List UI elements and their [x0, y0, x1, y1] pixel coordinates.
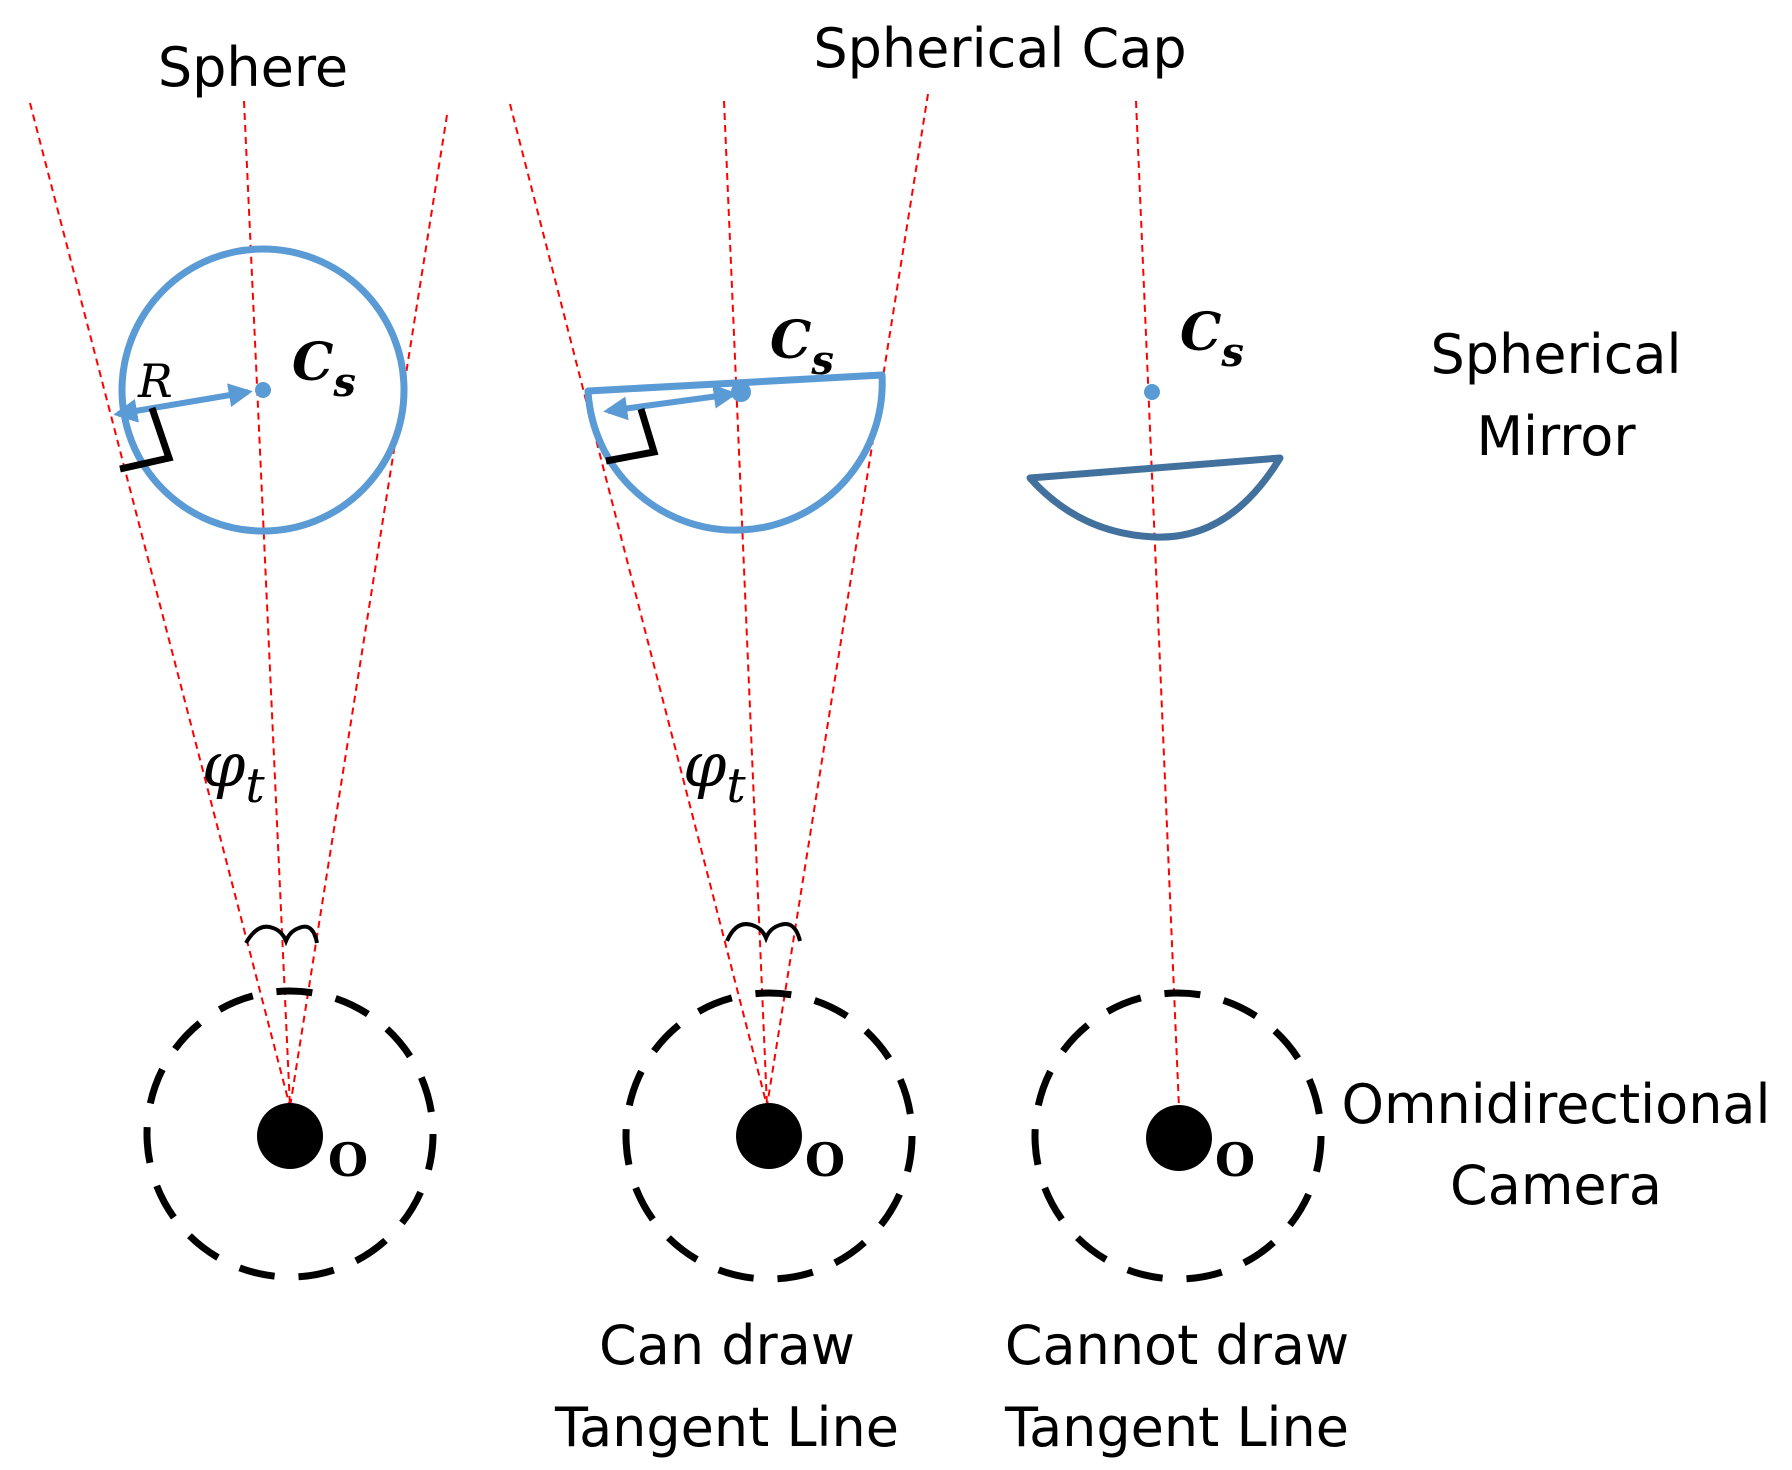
title-sphere: Sphere	[158, 36, 348, 99]
angle-label-cap: φt	[683, 728, 746, 814]
center-label-sphere: Cs	[292, 332, 356, 406]
ray-center-cap	[723, 100, 768, 1107]
label-omnidirectional-camera-line2: Camera	[1450, 1154, 1662, 1217]
center-main-cap-can: C	[770, 310, 811, 371]
ray-left-tangent	[29, 102, 291, 1108]
right-angle-mark-cap	[605, 407, 659, 465]
cap-center-dot-cannot	[1144, 384, 1160, 400]
camera-center-cap-cannot	[1146, 1105, 1212, 1171]
ray-right-tangent-cap	[766, 93, 929, 1107]
camera-outline-sphere	[143, 987, 437, 1281]
center-sub-cap-can: s	[810, 337, 834, 384]
panel-sphere: R Cs φt O	[29, 100, 448, 1281]
camera-center-sphere	[257, 1103, 323, 1169]
angle-label-sphere: φt	[202, 728, 265, 814]
right-angle-mark	[119, 406, 174, 473]
panel-cap-can: Cs φt O Can draw Tangent Line	[509, 93, 929, 1459]
angle-brace-cap	[725, 922, 802, 944]
radius-arrow	[113, 383, 253, 423]
camera-outline-cap-can	[622, 989, 916, 1283]
title-spherical-cap: Spherical Cap	[813, 17, 1186, 80]
center-label-cap-can: Cs	[770, 310, 834, 384]
caption-cannot-line1: Cannot draw	[1005, 1314, 1349, 1377]
origin-label-cap-can: O	[805, 1133, 845, 1187]
angle-main-cap: φ	[683, 728, 727, 801]
caption-can-line2: Tangent Line	[554, 1396, 899, 1459]
caption-can-line1: Can draw	[599, 1314, 855, 1377]
cap-center-dot-can	[731, 382, 751, 402]
label-spherical-mirror-line2: Mirror	[1476, 405, 1636, 468]
angle-sub-cap: t	[726, 758, 746, 814]
angle-brace-sphere	[244, 924, 319, 947]
ray-center-cap-cannot	[1135, 100, 1180, 1109]
ray-right-tangent	[289, 114, 448, 1108]
center-main-cap-cannot: C	[1180, 302, 1221, 363]
angle-sub-sphere: t	[245, 758, 265, 814]
label-spherical-mirror-line1: Spherical	[1431, 323, 1682, 386]
origin-label-cap-cannot: O	[1215, 1133, 1255, 1187]
center-main-sphere: C	[292, 332, 333, 393]
caption-cannot-line2: Tangent Line	[1004, 1396, 1349, 1459]
center-sub-sphere: s	[332, 359, 356, 406]
cap-mirror-cannot	[1026, 454, 1284, 541]
angle-main-sphere: φ	[202, 728, 246, 801]
center-sub-cap-cannot: s	[1220, 329, 1244, 376]
center-label-cap-cannot: Cs	[1180, 302, 1244, 376]
label-omnidirectional-camera-line1: Omnidirectional	[1341, 1073, 1770, 1136]
camera-center-cap-can	[736, 1103, 802, 1169]
sphere-center-dot	[255, 382, 271, 398]
panel-cap-cannot: Cs O Cannot draw Tangent Line	[1004, 100, 1349, 1459]
radius-label: R	[137, 354, 173, 408]
camera-outline-cap-cannot	[1031, 989, 1325, 1283]
origin-label-sphere: O	[328, 1133, 368, 1187]
ray-left-tangent-cap	[509, 103, 768, 1107]
radius-arrow-cap	[603, 384, 738, 421]
